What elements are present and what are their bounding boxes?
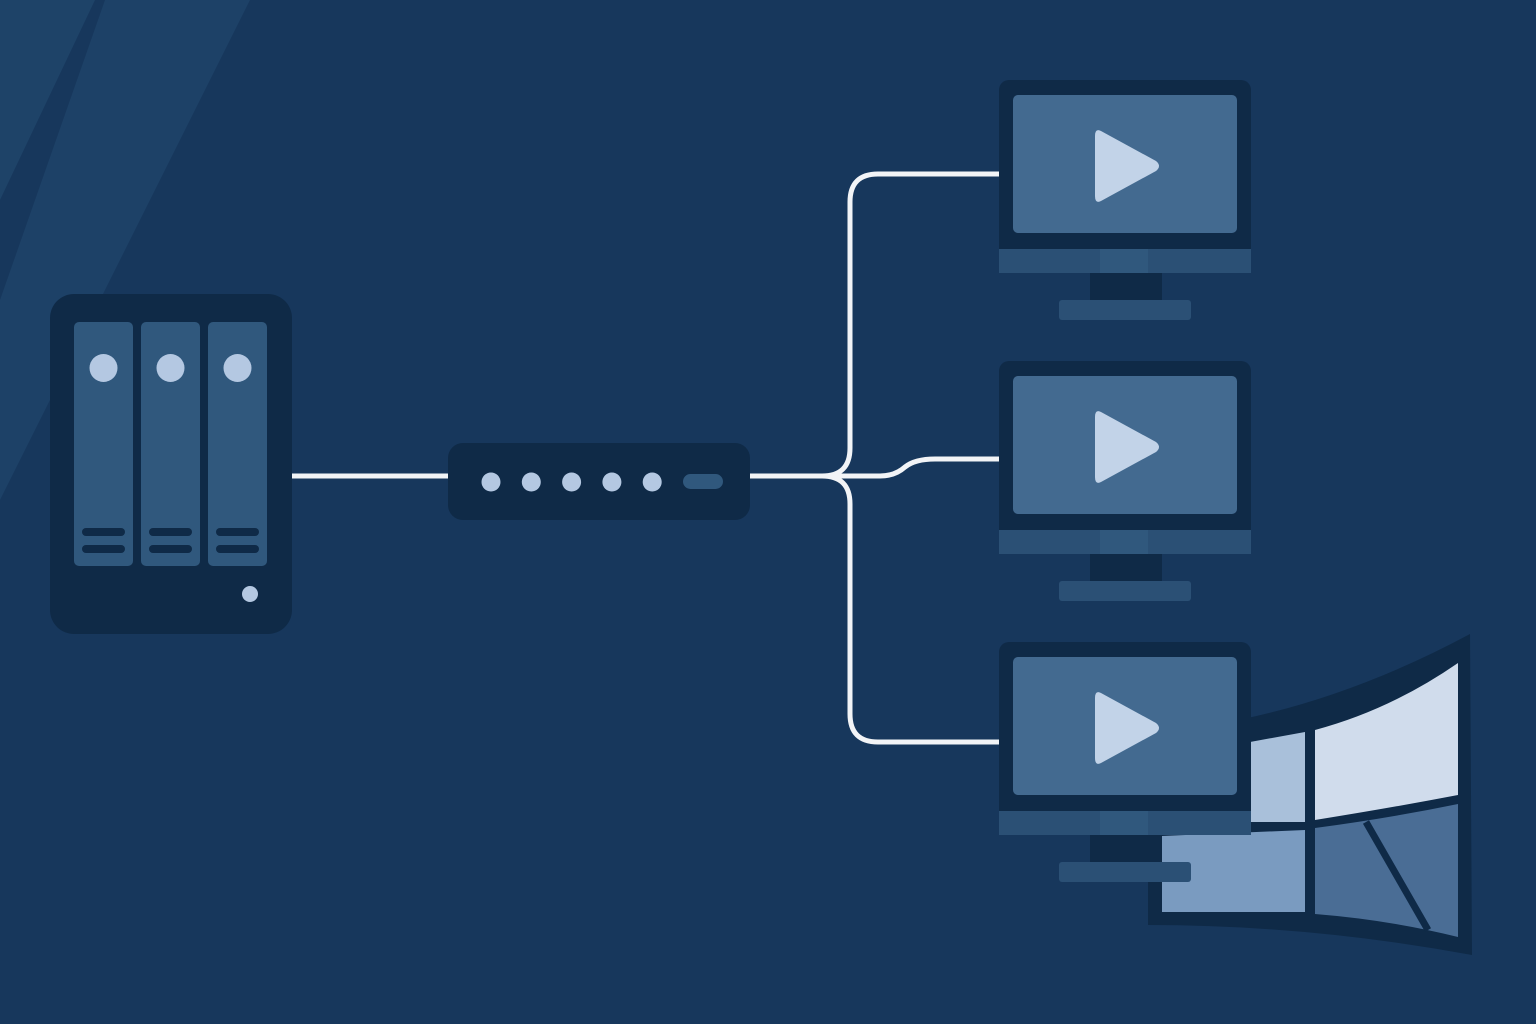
monitor-base	[1059, 581, 1191, 601]
drive-vent	[82, 528, 125, 536]
drive-vent	[149, 545, 192, 553]
monitor-neck	[1090, 835, 1162, 863]
monitor-icon	[999, 642, 1251, 882]
drive-vent	[216, 545, 259, 553]
nas-drive-bay	[208, 322, 267, 566]
drive-vent	[82, 545, 125, 553]
monitor-neck	[1090, 273, 1162, 301]
cable-to-monitor-1	[819, 171, 1003, 479]
monitor-chin-accent	[1100, 249, 1148, 273]
cable-to-monitor-2	[819, 456, 1003, 479]
drive-led	[156, 354, 185, 382]
background-glare	[0, 0, 95, 200]
monitor-icon	[999, 361, 1251, 601]
play-icon	[1095, 692, 1159, 764]
drive-led	[223, 354, 252, 382]
switch-port-led	[521, 472, 541, 492]
drive-led	[89, 354, 118, 382]
monitor-base	[1059, 862, 1191, 882]
switch-status-bar	[683, 474, 723, 489]
windows-pane-top-right	[1315, 663, 1458, 820]
windows-logo-icon	[1148, 634, 1472, 955]
drive-bay-face	[141, 322, 200, 566]
drive-bay-face	[208, 322, 267, 566]
drive-vent	[216, 528, 259, 536]
monitor-base	[1059, 300, 1191, 320]
nas-server-icon	[50, 294, 292, 634]
client-monitors	[999, 80, 1251, 882]
switch-port-led	[602, 472, 622, 492]
windows-pane-bottom-left	[1162, 830, 1305, 912]
drive-vent	[149, 528, 192, 536]
cable-to-monitor-3	[819, 473, 1003, 745]
monitor-neck	[1090, 554, 1162, 582]
switch-port-led	[642, 472, 662, 492]
monitor-chin-accent	[1100, 530, 1148, 554]
network-switch-icon	[448, 443, 750, 520]
network-cables	[287, 171, 1003, 745]
windows-pane-top-left	[1250, 732, 1305, 822]
drive-bay-face	[74, 322, 133, 566]
windows-pane-bottom-right	[1315, 804, 1458, 937]
windows-logo-slash	[1362, 820, 1432, 932]
nas-drive-bays	[74, 322, 267, 566]
monitor-icon	[999, 80, 1251, 320]
switch-body	[448, 443, 750, 520]
play-icon	[1095, 411, 1159, 483]
nas-drive-bay	[74, 322, 133, 566]
switch-port-led	[481, 472, 501, 492]
nas-power-led	[242, 586, 258, 602]
play-icon	[1095, 130, 1159, 202]
switch-port-led	[562, 472, 582, 492]
switch-port-leds	[481, 472, 662, 492]
nas-drive-bay	[141, 322, 200, 566]
monitor-chin-accent	[1100, 811, 1148, 835]
